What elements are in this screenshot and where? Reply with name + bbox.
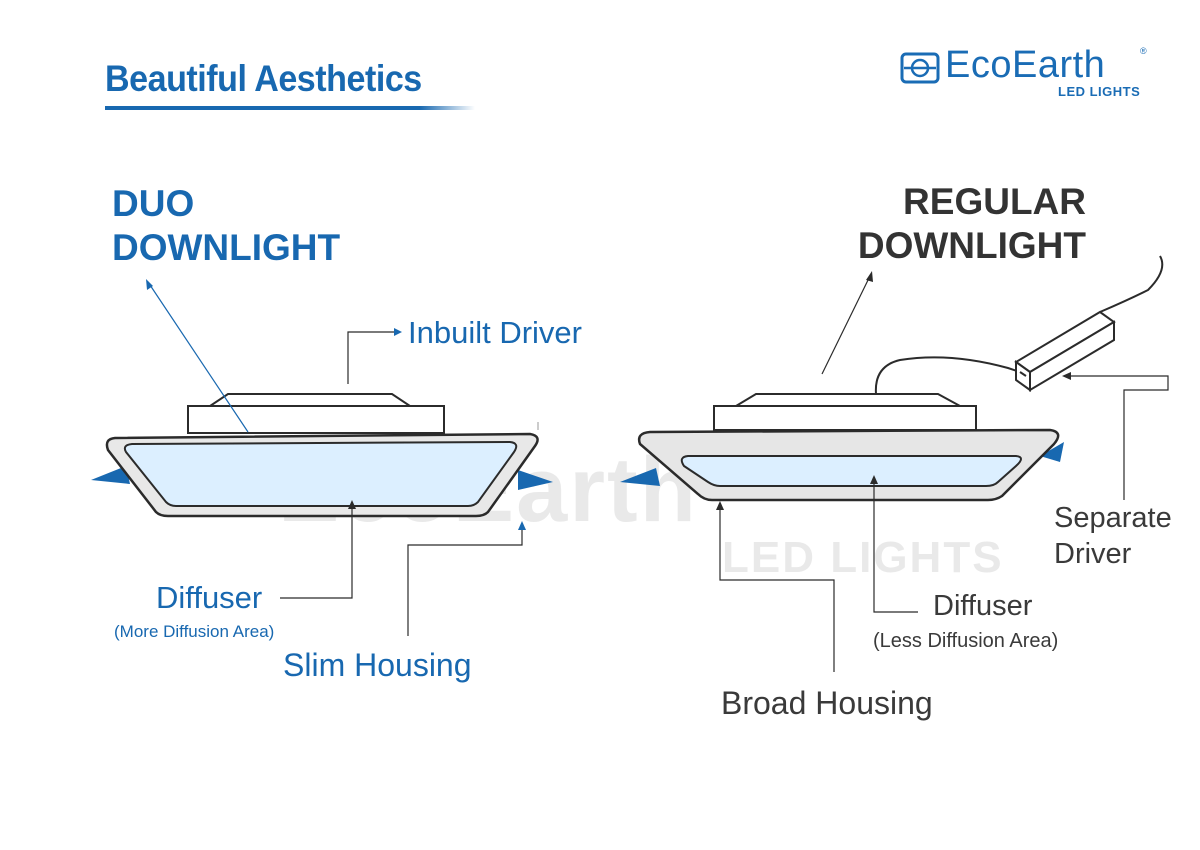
brand-subtitle: LED LIGHTS	[1058, 84, 1141, 99]
duo-downlight-heading: DUO DOWNLIGHT	[112, 182, 340, 270]
duo-driver-body	[206, 393, 414, 407]
duo-left-clip	[91, 466, 130, 484]
page-title: Beautiful Aesthetics	[105, 58, 422, 99]
regular-downlight-heading: REGULAR DOWNLIGHT	[830, 180, 1086, 268]
regular-heading-line2: DOWNLIGHT	[857, 225, 1086, 266]
duo-diffuser-note: (More Diffusion Area)	[114, 622, 275, 641]
watermark-subtitle: LED LIGHTS	[722, 533, 1004, 582]
regular-downlight	[620, 255, 1169, 672]
duo-downlight	[91, 279, 553, 636]
separate-driver-line2: Driver	[1054, 538, 1132, 570]
separate-driver-label: Separate Driver	[1054, 500, 1172, 572]
separate-driver-line1: Separate	[1054, 502, 1172, 534]
duo-diffuser	[123, 440, 518, 507]
regular-diffuser-note: (Less Diffusion Area)	[873, 630, 1059, 652]
inbuilt-driver-label: Inbuilt Driver	[408, 315, 582, 350]
regular-left-clip	[620, 468, 660, 486]
regular-heading-line1: REGULAR	[903, 181, 1086, 222]
broad-housing-label: Broad Housing	[721, 685, 933, 721]
duo-heading-line2: DOWNLIGHT	[112, 227, 341, 268]
brand-registered-mark: ®	[1140, 46, 1147, 56]
brand-logo-icon	[900, 52, 940, 84]
brand-name: EcoEarth	[945, 44, 1106, 86]
regular-right-clip	[1040, 442, 1064, 462]
duo-right-clip	[518, 470, 553, 490]
regular-diffuser	[680, 455, 1022, 487]
regular-driver-cable	[874, 356, 1021, 395]
regular-driver-body	[732, 393, 961, 407]
title-underline	[105, 106, 475, 110]
regular-driver-base	[713, 405, 977, 431]
duo-driver-base	[187, 405, 445, 434]
slim-housing-label: Slim Housing	[283, 647, 472, 683]
separate-driver-box	[1014, 255, 1164, 392]
regular-diffuser-label: Diffuser	[933, 590, 1033, 622]
duo-heading-line1: DUO	[112, 183, 195, 224]
duo-diffuser-label: Diffuser	[156, 580, 263, 615]
